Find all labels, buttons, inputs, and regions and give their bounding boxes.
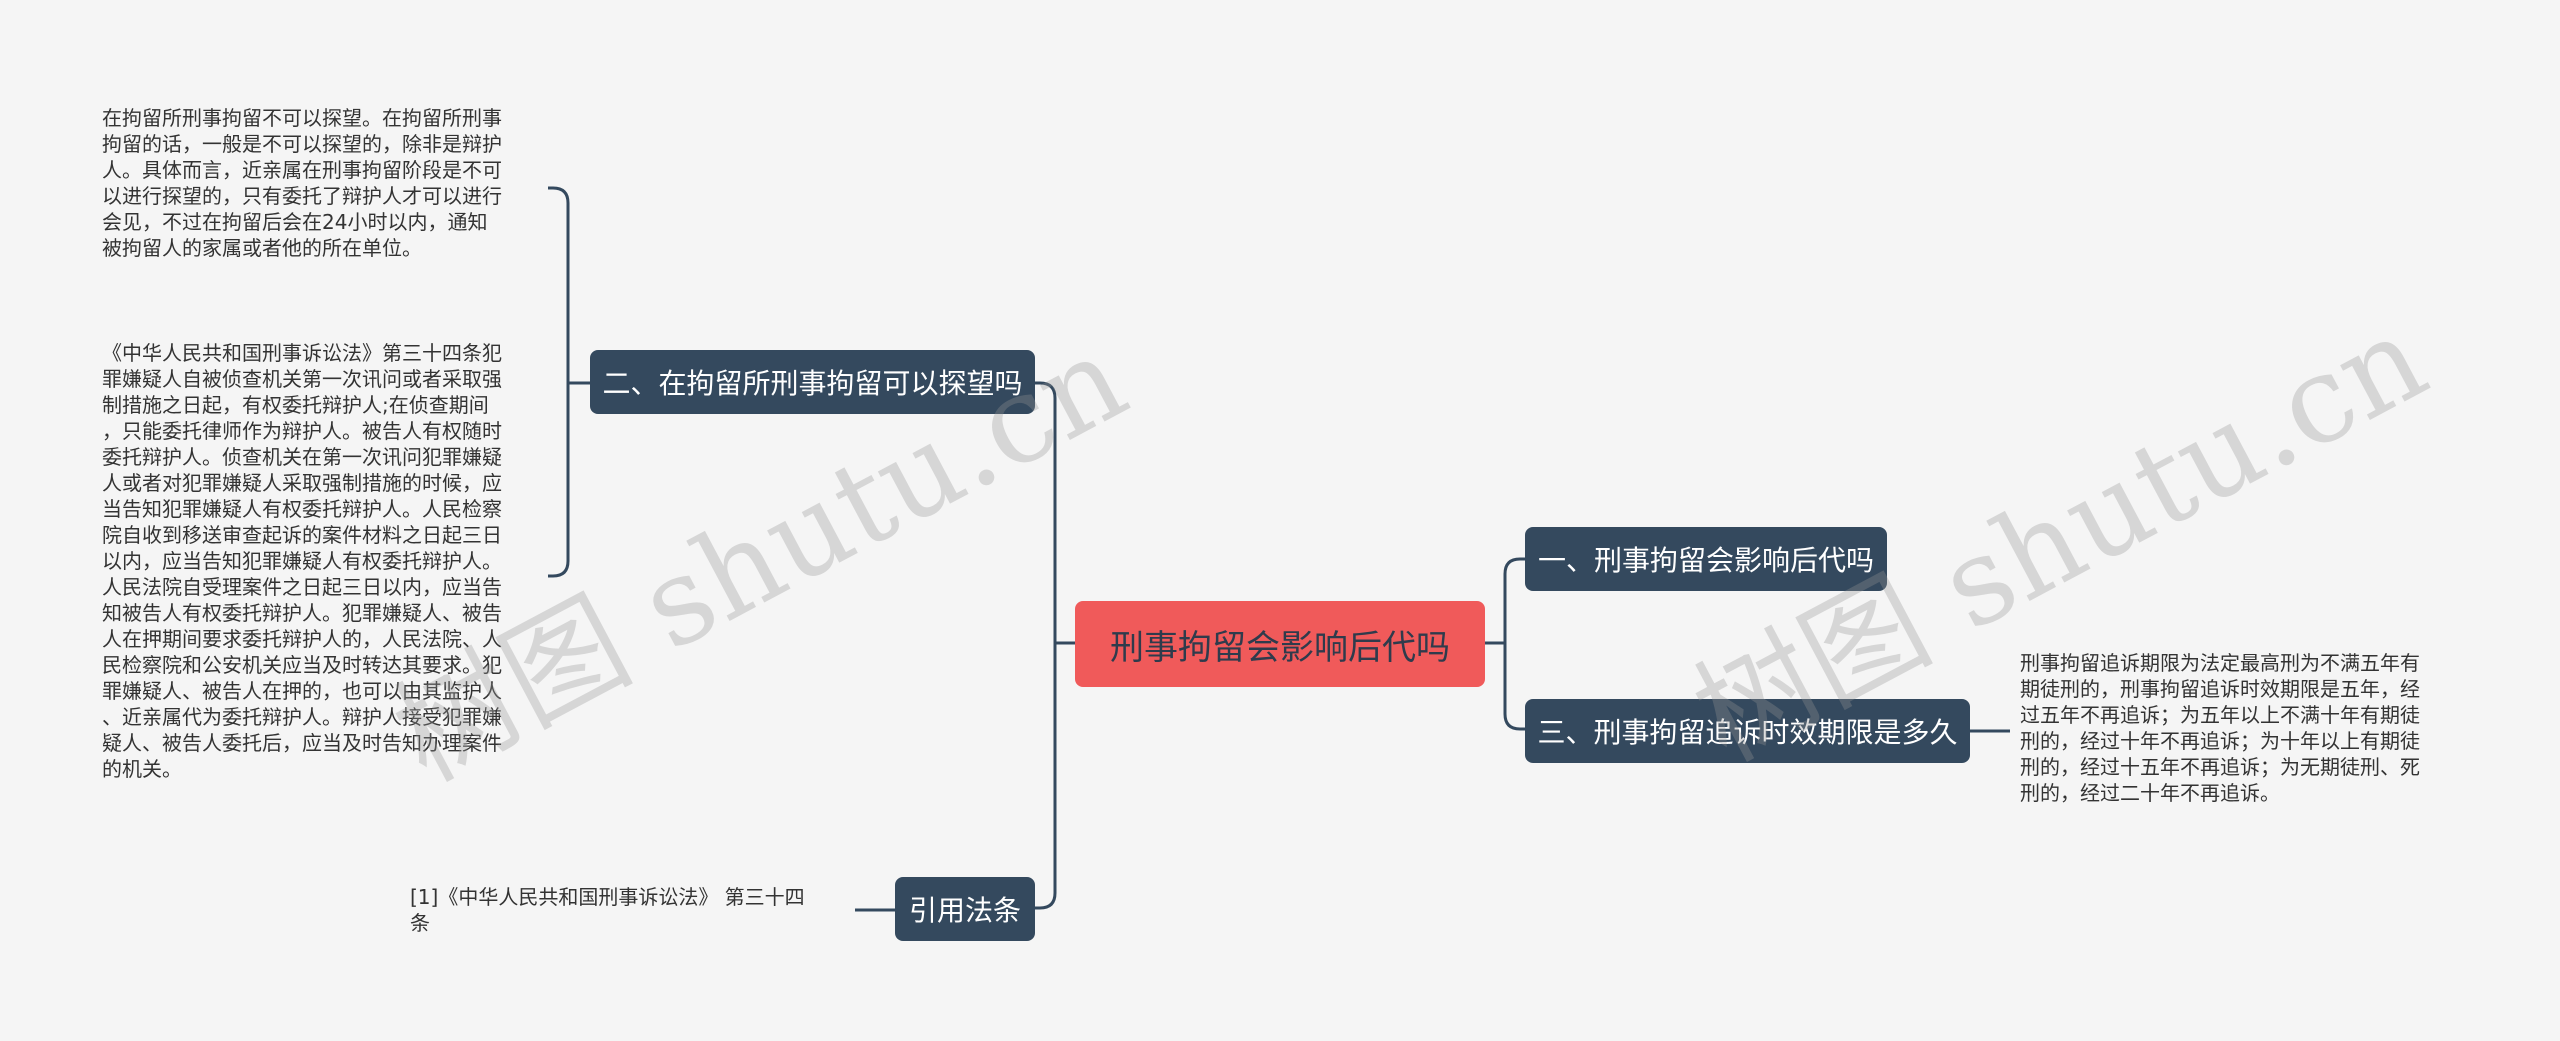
branch-prosecution-time-limit[interactable]: 三、刑事拘留追诉时效期限是多久 [1525,699,1970,763]
note-citation: [1]《中华人民共和国刑事诉讼法》 第三十四 条 [410,885,805,935]
branch-visit-label: 二、在拘留所刑事拘留可以探望吗 [602,367,1023,400]
note-law-article-34: 《中华人民共和国刑事诉讼法》第三十四条犯 罪嫌疑人自被侦查机关第一次讯问或者采取… [102,341,502,781]
root-topic-label: 刑事拘留会影响后代吗 [1110,627,1450,668]
root-topic[interactable]: 刑事拘留会影响后代吗 [1075,601,1485,687]
connector-root-right [1485,557,1525,731]
branch-affects-offspring-label: 一、刑事拘留会影响后代吗 [1537,544,1874,577]
branch-affects-offspring[interactable]: 一、刑事拘留会影响后代吗 [1525,527,1887,591]
note-time-limit-explanation: 刑事拘留追诉期限为法定最高刑为不满五年有 期徒刑的，刑事拘留追诉时效期限是五年，… [2020,651,2420,805]
note-visit-explanation: 在拘留所刑事拘留不可以探望。在拘留所刑事 拘留的话，一般是不可以探望的，除非是辩… [102,106,502,260]
branch-visit-in-detention[interactable]: 二、在拘留所刑事拘留可以探望吗 [590,350,1035,414]
connector-branch1-notes [548,186,590,578]
branch-cited-law[interactable]: 引用法条 [895,877,1035,941]
connector-root-left [1035,381,1075,910]
branch-cited-law-label: 引用法条 [908,894,1021,927]
branch-time-limit-label: 三、刑事拘留追诉时效期限是多久 [1537,716,1958,749]
